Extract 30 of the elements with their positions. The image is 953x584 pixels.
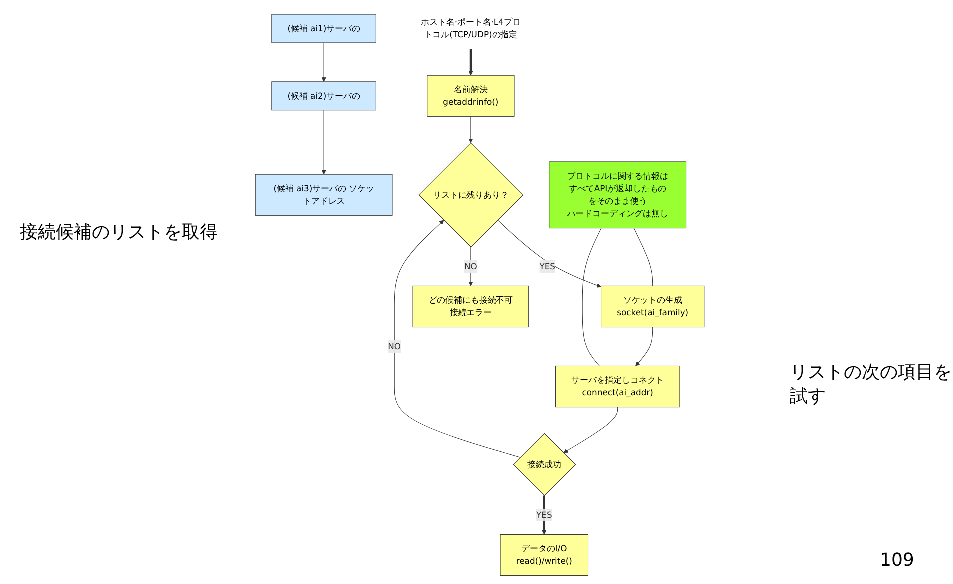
node-box: (候補 ai3)サーバの ソケットアドレス (255, 174, 393, 216)
edge-label: NO (388, 341, 402, 352)
arrow (322, 42, 326, 82)
node-box: 名前解決 getaddrinfo() (427, 75, 515, 117)
arrow (322, 110, 326, 175)
arrow (636, 327, 654, 366)
edge-label: YES (540, 261, 556, 272)
node-box: どの候補にも接続不可 接続エラー (412, 286, 530, 328)
arrow (468, 246, 474, 286)
arrow (468, 49, 474, 76)
node-diamond: 接続成功 (513, 433, 576, 496)
node-box: (候補 ai2)サーバの (272, 82, 376, 111)
arrow (468, 116, 474, 144)
edge-label: NO (464, 261, 478, 272)
arrow (564, 407, 618, 454)
connector (634, 228, 654, 286)
note-text: リストの次の項目を試す (790, 361, 953, 408)
arrow (498, 220, 602, 288)
node-box: (候補 ai1)サーバの (272, 14, 376, 44)
node-box: プロトコルに関する情報はすべてAPIが返却したものをそのまま使う ハードコーディングは無し (549, 162, 687, 229)
arrow (394, 220, 521, 458)
node-box: サーバを指定しコネクト connect(ai_addr) (555, 366, 680, 408)
note-text: 接続候補のリストを取得 (20, 221, 218, 244)
edge-label: YES (536, 510, 552, 520)
node-diamond: リストに残りあり？ (418, 142, 524, 248)
node-box: データのI/O read()/write() (500, 534, 589, 576)
node-box: ソケットの生成 socket(ai_family) (601, 286, 705, 328)
page-number: 109 (880, 550, 914, 571)
connector (582, 228, 602, 366)
node-text: ホスト名·ポート名·L4プロトコル(TCP/UDP)の指定 (421, 17, 521, 40)
